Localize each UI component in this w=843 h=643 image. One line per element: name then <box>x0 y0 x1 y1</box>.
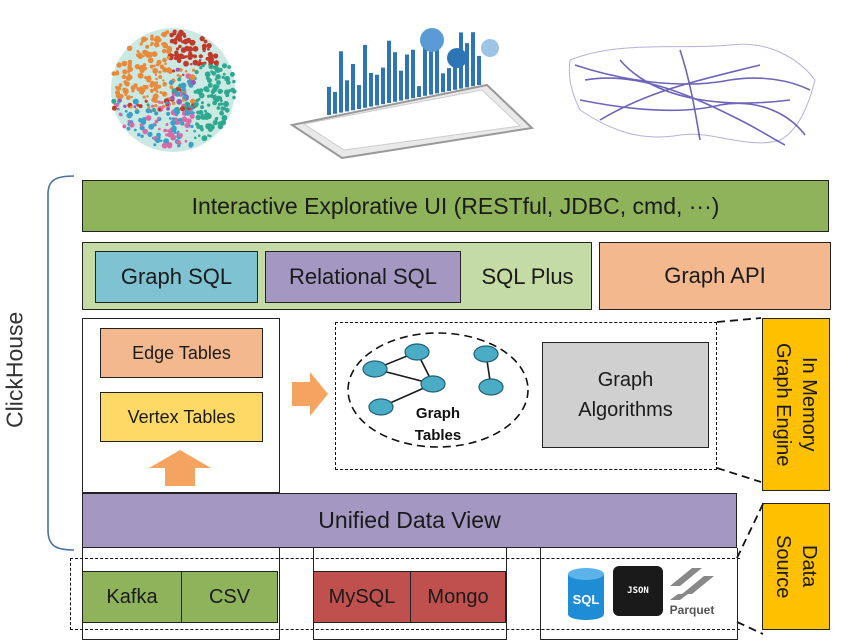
engine-connector <box>716 317 762 483</box>
interactive-ui-bar: Interactive Explorative UI (RESTful, JDB… <box>82 180 829 232</box>
graph-engine-label: In Memory Graph Engine <box>762 318 830 491</box>
json-icon-label: JSON <box>627 586 649 596</box>
sql-plus-label: SQL Plus <box>481 264 574 289</box>
right-arrow-icon <box>292 372 328 416</box>
parquet-file-icon <box>670 568 714 600</box>
clickhouse-bracket <box>47 175 75 551</box>
sql-database-icon <box>568 568 604 620</box>
map-flow-image <box>568 43 816 146</box>
relational-sql-box: Relational SQL <box>265 251 461 303</box>
graph-algorithms-box: Graph Algorithms <box>542 342 709 448</box>
parquet-icon-label: Parquet <box>669 603 715 617</box>
graph-sql-box: Graph SQL <box>95 251 258 303</box>
file-source-group <box>540 548 738 640</box>
unified-data-view: Unified Data View <box>82 493 737 548</box>
json-file-icon <box>613 566 663 616</box>
source-connector <box>736 503 764 635</box>
source-band <box>70 558 740 630</box>
source-band-left <box>70 558 71 630</box>
tablet-dashboard-image <box>289 28 535 160</box>
sql-icon-label: SQL <box>572 591 600 607</box>
vertex-tables-box: Vertex Tables <box>100 392 263 442</box>
graph-engine-area <box>335 322 717 470</box>
mysql-box: MySQL <box>313 571 411 623</box>
clickhouse-label: ClickHouse <box>1 311 28 429</box>
network-cluster-image <box>111 28 237 152</box>
edge-tables-box: Edge Tables <box>100 328 263 378</box>
graph-tables-diagram <box>347 332 529 448</box>
graph-tables-label: Graph Tables <box>414 405 462 444</box>
data-source-label: Data Source <box>762 503 830 630</box>
csv-box: CSV <box>181 571 278 623</box>
up-arrow-icon <box>149 450 211 486</box>
graph-api-box: Graph API <box>599 242 831 310</box>
kafka-box: Kafka <box>82 571 182 623</box>
mongo-box: Mongo <box>410 571 506 623</box>
